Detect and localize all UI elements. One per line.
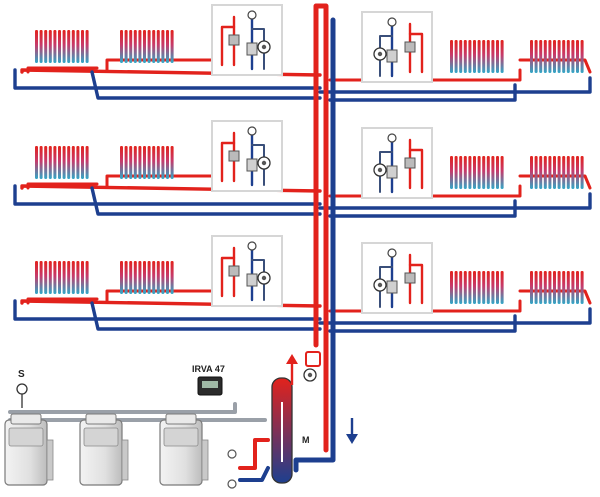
radiator-icon <box>35 261 89 294</box>
radiator-icon <box>450 156 504 189</box>
boiler-icon <box>4 413 54 486</box>
boiler-icon <box>159 413 209 486</box>
boiler-room <box>4 354 358 489</box>
floor-2 <box>13 120 592 218</box>
right-wing <box>318 127 592 218</box>
floor-1 <box>13 4 592 102</box>
radiator-icon <box>35 30 89 63</box>
mixing-station <box>211 235 283 307</box>
circulation-pump-icon <box>257 40 271 54</box>
controller-label: IRVA 47 <box>192 364 225 374</box>
arrow-down-icon <box>346 418 358 444</box>
mixing-station <box>361 127 433 199</box>
radiator-icon <box>450 271 504 304</box>
right-wing <box>318 242 592 333</box>
circulation-pump-icon <box>373 163 387 177</box>
circulation-pump-icon <box>373 47 387 61</box>
temperature-sensor-icon <box>16 383 28 408</box>
radiator-icon <box>530 40 584 73</box>
controller-unit-icon <box>197 376 223 396</box>
riser-valve <box>305 351 321 367</box>
hydraulic-manifold <box>271 377 293 484</box>
radiator-icon <box>120 146 174 179</box>
radiator-icon <box>35 146 89 179</box>
left-wing <box>13 235 322 331</box>
radiator-icon <box>120 261 174 294</box>
boiler-supply <box>238 438 270 470</box>
floor-3 <box>13 235 592 333</box>
valve-icon <box>227 449 237 459</box>
radiator-icon <box>450 40 504 73</box>
circulation-pump-icon <box>373 278 387 292</box>
left-wing <box>13 120 322 216</box>
circulation-pump-icon <box>257 156 271 170</box>
radiator-icon <box>530 156 584 189</box>
boiler-return <box>238 466 270 482</box>
manifold-label: M <box>302 435 310 445</box>
circulation-pump-icon <box>257 271 271 285</box>
mixing-station <box>361 11 433 83</box>
right-wing <box>318 11 592 102</box>
radiator-icon <box>530 271 584 304</box>
arrow-up-icon <box>286 354 298 385</box>
valve-icon <box>227 479 237 489</box>
floors-layer <box>13 4 592 333</box>
sensor-label: S <box>18 369 25 380</box>
boiler-icon <box>79 413 129 486</box>
radiator-icon <box>120 30 174 63</box>
mixing-station <box>211 120 283 192</box>
mixing-station <box>211 4 283 76</box>
main-riser <box>293 3 336 473</box>
left-wing <box>13 4 322 100</box>
circulation-pump-icon <box>303 368 317 382</box>
header-pipe <box>8 402 237 414</box>
return-riser <box>293 17 336 473</box>
mixing-station <box>361 242 433 314</box>
supply-riser <box>313 3 329 453</box>
